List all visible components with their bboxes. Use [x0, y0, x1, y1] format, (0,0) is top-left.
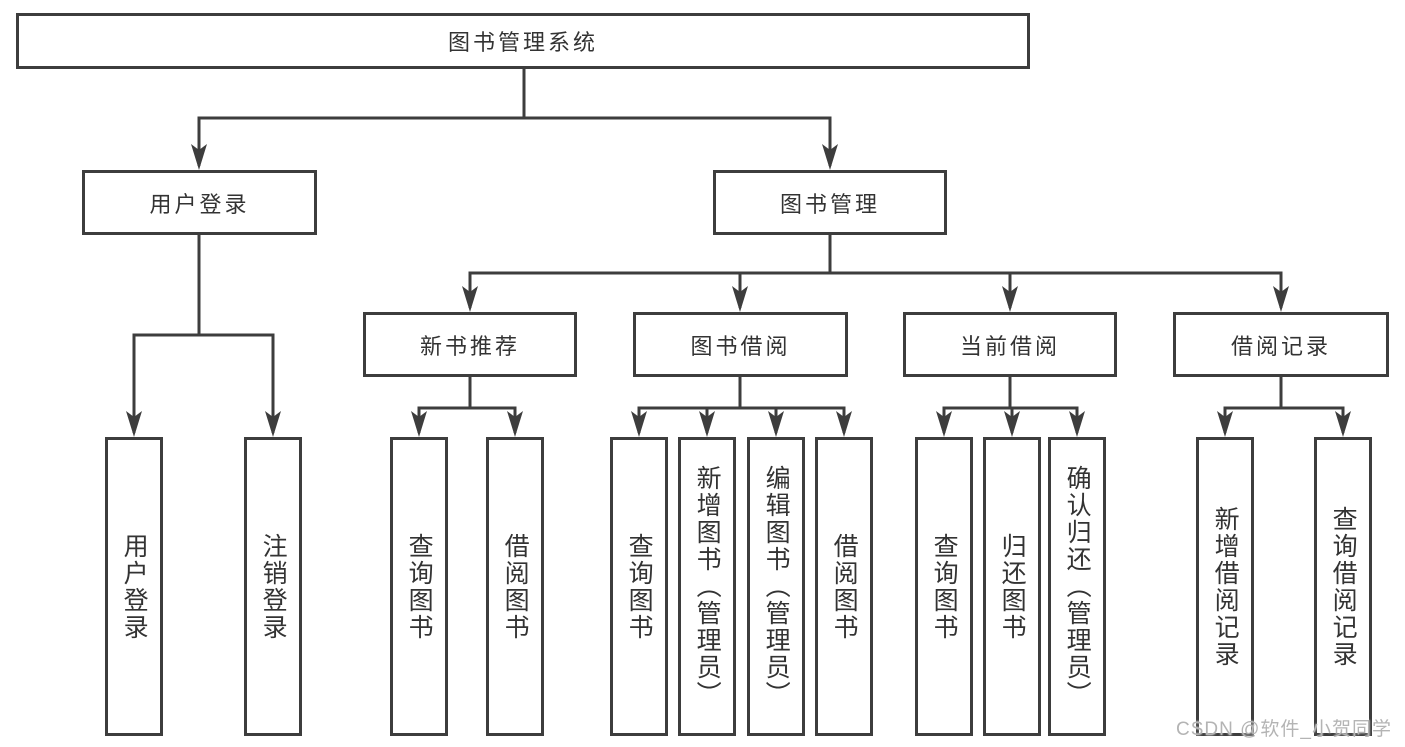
node-root-label: 图书管理系统: [447, 30, 598, 55]
node-book-borrow-label: 图书借阅: [690, 333, 791, 359]
node-user-login: 用户登录: [82, 170, 317, 235]
leaf-user-login: 用户登录: [105, 437, 163, 736]
connector-book-borrow: [631, 376, 852, 437]
leaf-bb-add-books-label: 新增图书（管理员）: [693, 465, 722, 708]
connector-book-mgmt: [462, 234, 1289, 312]
connector-borrow-record: [1217, 376, 1351, 437]
node-borrow-record: 借阅记录: [1173, 312, 1389, 377]
leaf-cb-confirm-return: 确认归还（管理员）: [1048, 437, 1106, 736]
leaf-cb-confirm-return-label: 确认归还（管理员）: [1063, 465, 1092, 708]
node-user-login-label: 用户登录: [149, 191, 250, 217]
leaf-nbr-query-books: 查询图书: [390, 437, 448, 736]
leaf-nbr-borrow-books-label: 借阅图书: [501, 532, 530, 641]
leaf-cb-query-books: 查询图书: [915, 437, 973, 736]
leaf-bb-borrow-books-label: 借阅图书: [830, 532, 859, 641]
leaf-nbr-query-books-label: 查询图书: [405, 532, 434, 641]
leaf-user-login-label: 用户登录: [120, 532, 149, 641]
leaf-bb-add-books: 新增图书（管理员）: [678, 437, 736, 736]
node-borrow-record-label: 借阅记录: [1230, 333, 1331, 359]
leaf-logout-label: 注销登录: [259, 532, 288, 641]
leaf-br-add-record: 新增借阅记录: [1196, 437, 1254, 736]
node-book-borrow: 图书借阅: [633, 312, 848, 377]
node-new-book-rec: 新书推荐: [363, 312, 577, 377]
node-book-mgmt-label: 图书管理: [779, 191, 880, 217]
leaf-nbr-borrow-books: 借阅图书: [486, 437, 544, 736]
node-current-borrow: 当前借阅: [903, 312, 1117, 377]
leaf-br-add-record-label: 新增借阅记录: [1211, 505, 1240, 668]
node-book-mgmt: 图书管理: [713, 170, 947, 235]
leaf-cb-return-books: 归还图书: [983, 437, 1041, 736]
leaf-bb-borrow-books: 借阅图书: [815, 437, 873, 736]
connector-new-book-rec: [411, 376, 523, 437]
node-root: 图书管理系统: [16, 13, 1030, 69]
leaf-br-query-record: 查询借阅记录: [1314, 437, 1372, 736]
leaf-bb-edit-books: 编辑图书（管理员）: [747, 437, 805, 736]
watermark: CSDN @软件_小贺同学: [1176, 719, 1392, 740]
leaf-cb-query-books-label: 查询图书: [930, 532, 959, 641]
connector-root: [191, 68, 838, 170]
node-current-borrow-label: 当前借阅: [959, 333, 1060, 359]
connector-current-borrow: [936, 376, 1085, 437]
node-new-book-rec-label: 新书推荐: [419, 333, 520, 359]
leaf-cb-return-books-label: 归还图书: [998, 532, 1027, 641]
leaf-br-query-record-label: 查询借阅记录: [1329, 505, 1358, 668]
leaf-logout: 注销登录: [244, 437, 302, 736]
leaf-bb-query-books: 查询图书: [610, 437, 668, 736]
leaf-bb-query-books-label: 查询图书: [625, 532, 654, 641]
connector-user-login: [126, 234, 281, 437]
leaf-bb-edit-books-label: 编辑图书（管理员）: [762, 465, 791, 708]
